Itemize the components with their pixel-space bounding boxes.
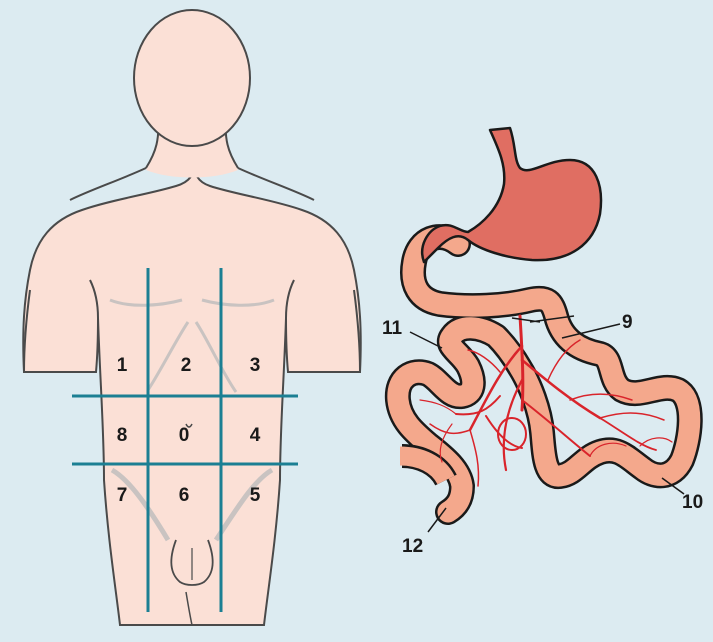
region-label-8: 8 <box>117 425 128 446</box>
digestive-illustration: 9 10 11 12 <box>382 128 703 557</box>
callout-label-12: 12 <box>402 536 423 557</box>
torso-figure <box>23 10 361 625</box>
region-label-0: 0 <box>179 425 190 446</box>
region-label-5: 5 <box>250 485 261 506</box>
region-label-3: 3 <box>250 355 261 376</box>
callout-label-9: 9 <box>622 312 633 333</box>
callout-label-10: 10 <box>682 492 703 513</box>
region-label-7: 7 <box>117 485 128 506</box>
region-label-6: 6 <box>179 485 190 506</box>
callout-label-11: 11 <box>382 318 403 339</box>
region-label-4: 4 <box>250 425 261 446</box>
region-label-1: 1 <box>117 355 128 376</box>
vessel-branch <box>600 413 664 420</box>
head <box>134 10 250 146</box>
vessel-branch <box>430 424 470 433</box>
region-label-2: 2 <box>181 355 192 376</box>
